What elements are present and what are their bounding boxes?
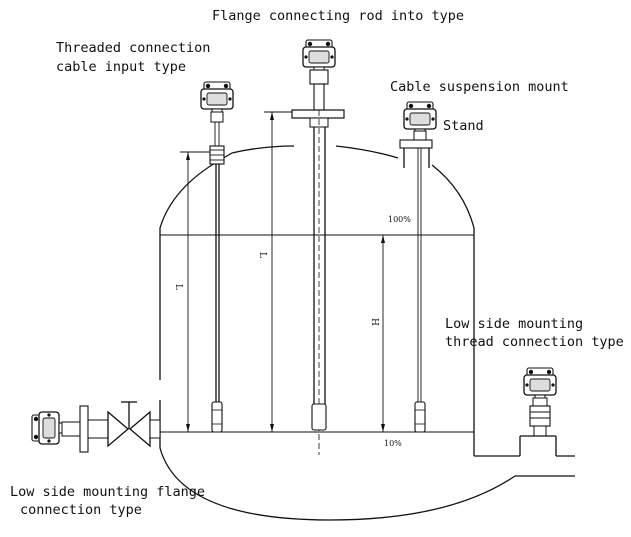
threaded-cable-assembly [200, 81, 234, 433]
cable-suspension-assembly [399, 101, 437, 433]
tank-vessel [159, 145, 575, 521]
level-lines [150, 234, 474, 433]
label-cable-suspension: Cable suspension mount [390, 79, 569, 95]
level-bottom-label: 10% [384, 439, 402, 448]
label-low-thread-2: thread connection type [445, 334, 624, 350]
low-side-flange-assembly [31, 401, 161, 453]
label-low-flange-1: Low side mounting flange [10, 484, 205, 500]
label-low-flange-2: connection type [20, 502, 142, 518]
label-threaded-1: Threaded connection [56, 40, 210, 56]
dimension-h: H [369, 318, 379, 326]
label-threaded-2: cable input type [56, 59, 186, 75]
dimension-lines [180, 111, 385, 432]
level-top-label: 100% [388, 215, 411, 224]
flange-rod-assembly [291, 39, 345, 455]
dimension-l-left: L [173, 284, 183, 290]
label-stand: Stand [443, 118, 484, 134]
label-low-thread-1: Low side mounting [445, 316, 583, 332]
dimension-l-mid: L [257, 252, 267, 258]
label-flange-rod: Flange connecting rod into type [212, 8, 464, 24]
low-side-thread-assembly [519, 367, 557, 456]
